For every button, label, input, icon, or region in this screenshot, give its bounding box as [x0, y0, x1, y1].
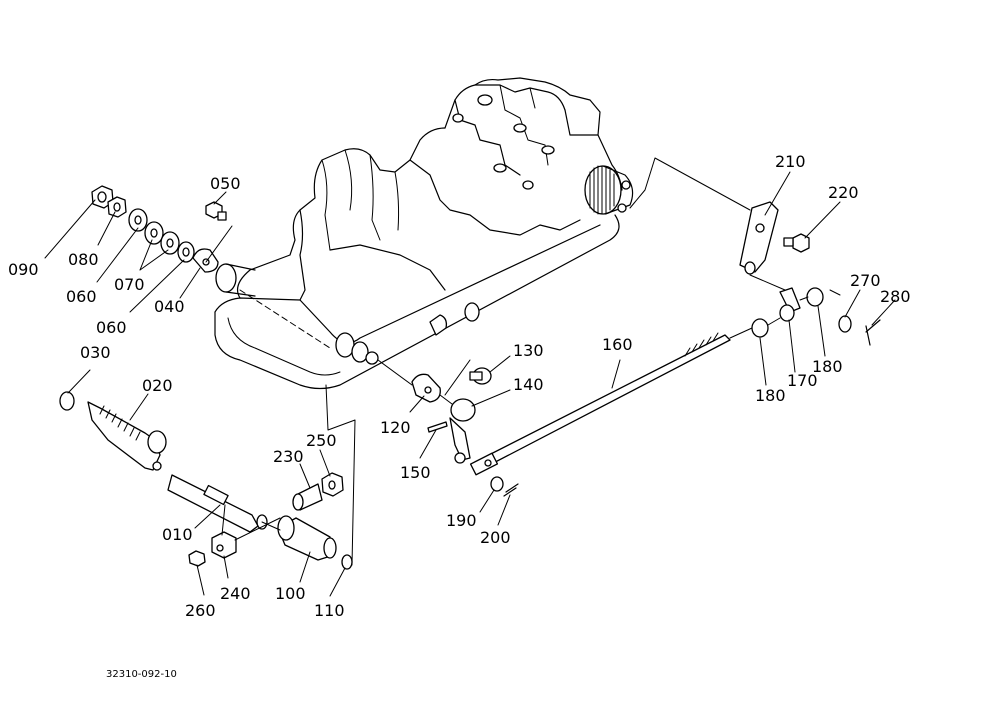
callout-110: 110 — [314, 601, 345, 620]
part-280-pin — [865, 319, 881, 346]
callout-120: 120 — [380, 418, 411, 437]
part-200-clip — [503, 483, 519, 497]
callout-070: 070 — [114, 275, 145, 294]
callout-130: 130 — [513, 341, 544, 360]
callout-220: 220 — [828, 183, 859, 202]
right-linkage — [739, 201, 881, 346]
callout-250: 250 — [306, 431, 337, 450]
callout-280: 280 — [880, 287, 911, 306]
part-060-washer-b — [177, 241, 195, 263]
part-040-lever — [192, 248, 219, 273]
callout-170: 170 — [787, 371, 818, 390]
spline-shaft-end — [584, 165, 634, 215]
callout-230: 230 — [273, 447, 304, 466]
part-240-block — [211, 531, 237, 559]
part-160-rod — [469, 332, 731, 476]
callout-140: 140 — [513, 375, 544, 394]
callout-080: 080 — [68, 250, 99, 269]
callout-060-b: 060 — [96, 318, 127, 337]
callout-190: 190 — [446, 511, 477, 530]
assembly-lines — [205, 157, 841, 566]
part-130-bolt — [469, 367, 492, 385]
left-shaft-boss — [215, 263, 256, 297]
callout-100: 100 — [275, 584, 306, 603]
callout-050: 050 — [210, 174, 241, 193]
part-080-nut — [107, 196, 127, 218]
callout-030: 030 — [80, 343, 111, 362]
part-220-bolt — [783, 233, 810, 253]
part-050-bolt — [205, 201, 227, 221]
drawing-code: 32310-092-10 — [106, 669, 177, 680]
part-030-o-ring — [59, 391, 75, 411]
part-140-arm — [449, 398, 476, 464]
part-180-bushing-b — [806, 287, 824, 307]
part-060-washer-a — [128, 208, 148, 232]
callout-200: 200 — [480, 528, 511, 547]
leader-lines — [44, 171, 896, 597]
left-shaft-assembly — [59, 391, 353, 570]
part-110-clip — [341, 554, 353, 570]
callout-240: 240 — [220, 584, 251, 603]
callout-260: 260 — [185, 601, 216, 620]
callout-090: 090 — [8, 260, 39, 279]
part-210-bracket — [739, 201, 779, 275]
lower-shaft-boss — [335, 332, 379, 365]
callout-040: 040 — [154, 297, 185, 316]
hydraulic-housing — [214, 77, 634, 390]
part-070-washer-a — [144, 221, 164, 245]
callout-210: 210 — [775, 152, 806, 171]
part-170-link — [779, 287, 801, 322]
part-120-lever — [411, 373, 441, 403]
part-270-washer — [838, 315, 852, 333]
part-260-nut — [188, 550, 206, 567]
part-230-pin — [292, 483, 323, 511]
callout-060-a: 060 — [66, 287, 97, 306]
callout-270: 270 — [850, 271, 881, 290]
part-070-washer-b — [160, 231, 180, 255]
callout-020: 020 — [142, 376, 173, 395]
part-020-threaded-shaft — [87, 401, 167, 471]
part-010-shaft — [167, 474, 268, 533]
part-190-washer — [490, 476, 504, 492]
left-washer-stack — [91, 185, 227, 273]
callout-160: 160 — [602, 335, 633, 354]
part-150-pin — [427, 421, 448, 433]
part-180-bushing-a — [751, 318, 769, 338]
callout-labels: 090 080 060 070 060 040 050 030 020 010 … — [8, 152, 911, 620]
part-100-shaft — [277, 515, 337, 561]
callout-180-b: 180 — [812, 357, 843, 376]
middle-linkage — [411, 332, 731, 497]
part-250-nut — [321, 472, 344, 497]
callout-150: 150 — [400, 463, 431, 482]
callout-010: 010 — [162, 525, 193, 544]
callout-180-a: 180 — [755, 386, 786, 405]
